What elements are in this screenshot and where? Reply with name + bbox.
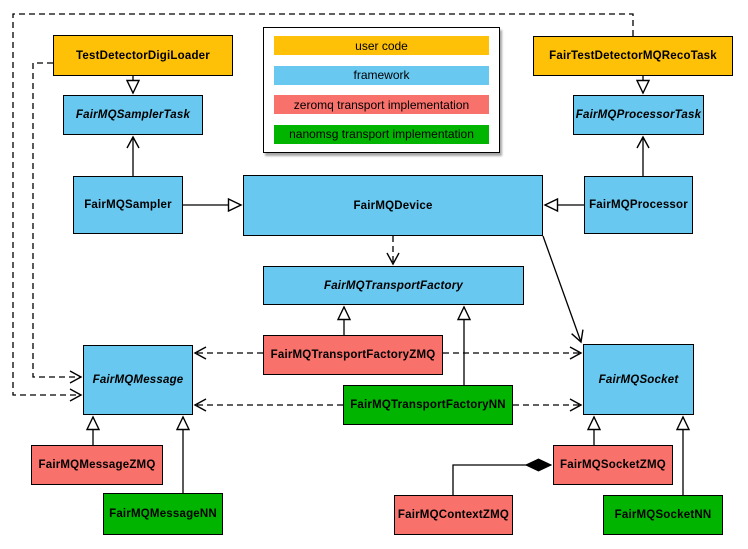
class-box-FairMQMessageZMQ: FairMQMessageZMQ <box>31 445 163 485</box>
legend: user code framework zeromq transport imple… <box>263 27 500 153</box>
legend-label: zeromq transport implementation <box>293 97 470 112</box>
edge-composition-FairMQContextZMQ-to-FairMQSocketZMQ <box>452 465 551 495</box>
class-box-FairMQSampler: FairMQSampler <box>73 176 183 234</box>
class-label: FairTestDetectorMQRecoTask <box>549 50 717 62</box>
class-label: FairMQSocket <box>598 373 679 386</box>
legend-label: nanomsg transport implementation <box>289 127 474 142</box>
class-label: FairMQSocketZMQ <box>560 459 666 471</box>
class-label: FairMQSampler <box>84 199 172 211</box>
legend-item-framework: framework <box>274 65 489 85</box>
class-box-FairMQSocketZMQ: FairMQSocketZMQ <box>553 445 673 485</box>
class-label: FairMQMessageNN <box>109 508 217 520</box>
class-box-FairMQSocket: FairMQSocket <box>583 344 694 415</box>
class-box-FairMQTransportFactoryZMQ: FairMQTransportFactoryZMQ <box>263 335 443 375</box>
class-label: FairMQDevice <box>353 199 433 212</box>
class-box-FairMQMessageNN: FairMQMessageNN <box>103 493 223 535</box>
class-box-FairMQProcessorTask: FairMQProcessorTask <box>573 95 704 135</box>
class-label: FairMQTransportFactoryNN <box>350 399 506 411</box>
class-label: FairMQTransportFactory <box>323 279 464 292</box>
class-box-FairMQProcessor: FairMQProcessor <box>584 176 693 234</box>
class-box-FairMQMessage: FairMQMessage <box>83 345 193 415</box>
class-box-FairMQSamplerTask: FairMQSamplerTask <box>63 95 203 135</box>
legend-label: framework <box>353 68 410 83</box>
class-label: TestDetectorDigiLoader <box>76 49 210 62</box>
class-label: FairMQTransportFactoryZMQ <box>270 349 436 361</box>
edge-association-FairMQDevice-to-FairMQSocket <box>542 235 584 344</box>
class-label: FairMQSocketNN <box>614 509 712 521</box>
class-label: FairMQMessage <box>92 374 184 386</box>
class-label: FairMQProcessorTask <box>575 109 702 121</box>
legend-item-user: user code <box>274 36 489 55</box>
class-label: FairMQMessageZMQ <box>38 459 156 471</box>
class-box-FairMQTransportFactory: FairMQTransportFactory <box>263 266 524 305</box>
class-label: FairMQSamplerTask <box>75 109 191 121</box>
class-box-FairMQContextZMQ: FairMQContextZMQ <box>394 495 513 535</box>
legend-label: user code <box>355 38 408 53</box>
class-label: FairMQContextZMQ <box>397 509 510 521</box>
class-box-FairMQDevice: FairMQDevice <box>243 175 543 236</box>
legend-item-zmq: zeromq transport implementation <box>274 95 489 115</box>
class-box-FairMQTransportFactoryNN: FairMQTransportFactoryNN <box>343 385 513 425</box>
legend-item-nn: nanomsg transport implementation <box>274 124 489 144</box>
class-label: FairMQProcessor <box>589 199 688 211</box>
class-box-FairMQSocketNN: FairMQSocketNN <box>603 495 723 535</box>
class-box-FairTestDetectorMQRecoTask: FairTestDetectorMQRecoTask <box>533 36 733 76</box>
class-box-TestDetectorDigiLoader: TestDetectorDigiLoader <box>53 35 233 76</box>
